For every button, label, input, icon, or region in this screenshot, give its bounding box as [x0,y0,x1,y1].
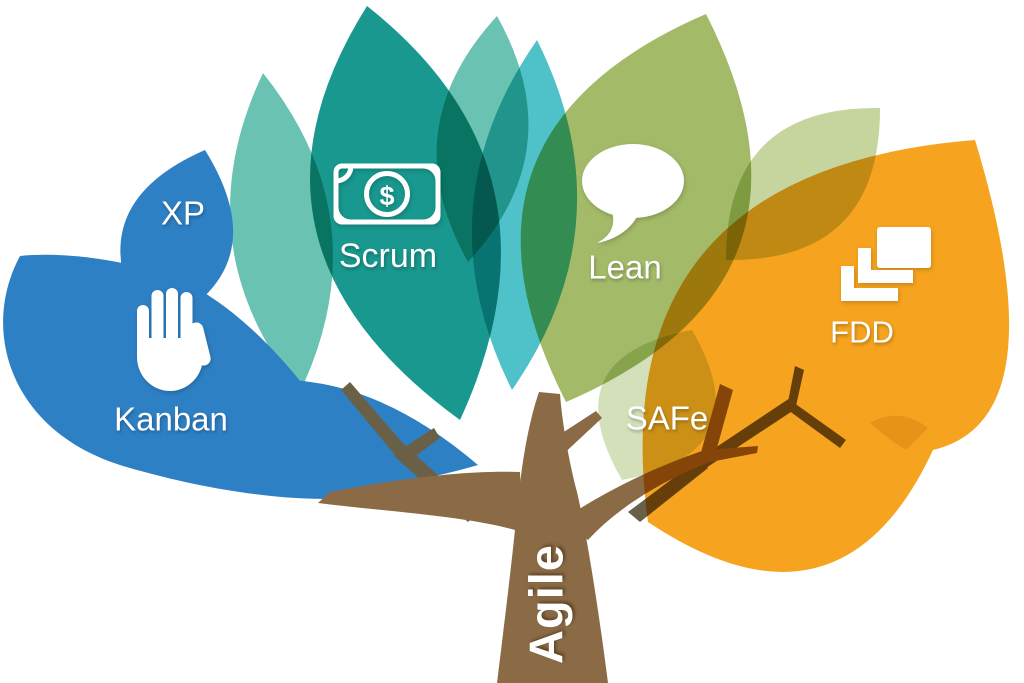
trunk-label-agile: Agile [519,544,573,664]
speech-bubble-tail [597,211,639,243]
banknote-circle [364,171,410,217]
leaf-blue-right [95,379,478,491]
banknote-corner-br [420,204,441,225]
banknote-corner-tr [420,163,441,184]
hand-ring-finger [151,290,164,350]
icon-layer: $ [137,144,931,391]
leaf-fdd-fold [870,415,928,450]
leaf-label-safe: SAFe [625,399,709,437]
hand-palm [137,338,203,391]
banknote-corner-bl [333,204,354,225]
leaf-scrum [310,6,501,420]
speech-bubble-icon [582,144,684,243]
trunk [497,392,608,683]
branch-right [562,446,758,540]
leaf-label-fdd: FDD [830,314,894,350]
banknote-dollar-icon [333,163,441,225]
branch-fork-left-twig [400,428,440,460]
leaf-label-lean: Lean [588,248,662,286]
branch-fork-left-prong [341,382,407,455]
leaf-label-scrum: Scrum [338,237,438,275]
layers-top-card [877,227,931,268]
speech-bubble-body [582,144,684,218]
leaf-label-xp: XP [160,194,206,232]
hand-icon [137,288,211,391]
hand-index-finger [180,292,193,350]
hand-middle-finger [166,288,178,350]
leaf-seafoam-left [230,73,333,392]
banknote-dollar-glyph: $ [379,181,394,211]
branch-left [318,471,522,532]
banknote-corner-tl [333,163,354,184]
leaf-label-kanban: Kanban [114,400,228,438]
layers-bottom-frame [841,266,898,301]
branch-middle-right [533,411,602,473]
layers-middle-frame [858,248,913,283]
stacked-layers-icon [841,227,931,301]
banknote-outline [333,163,441,225]
